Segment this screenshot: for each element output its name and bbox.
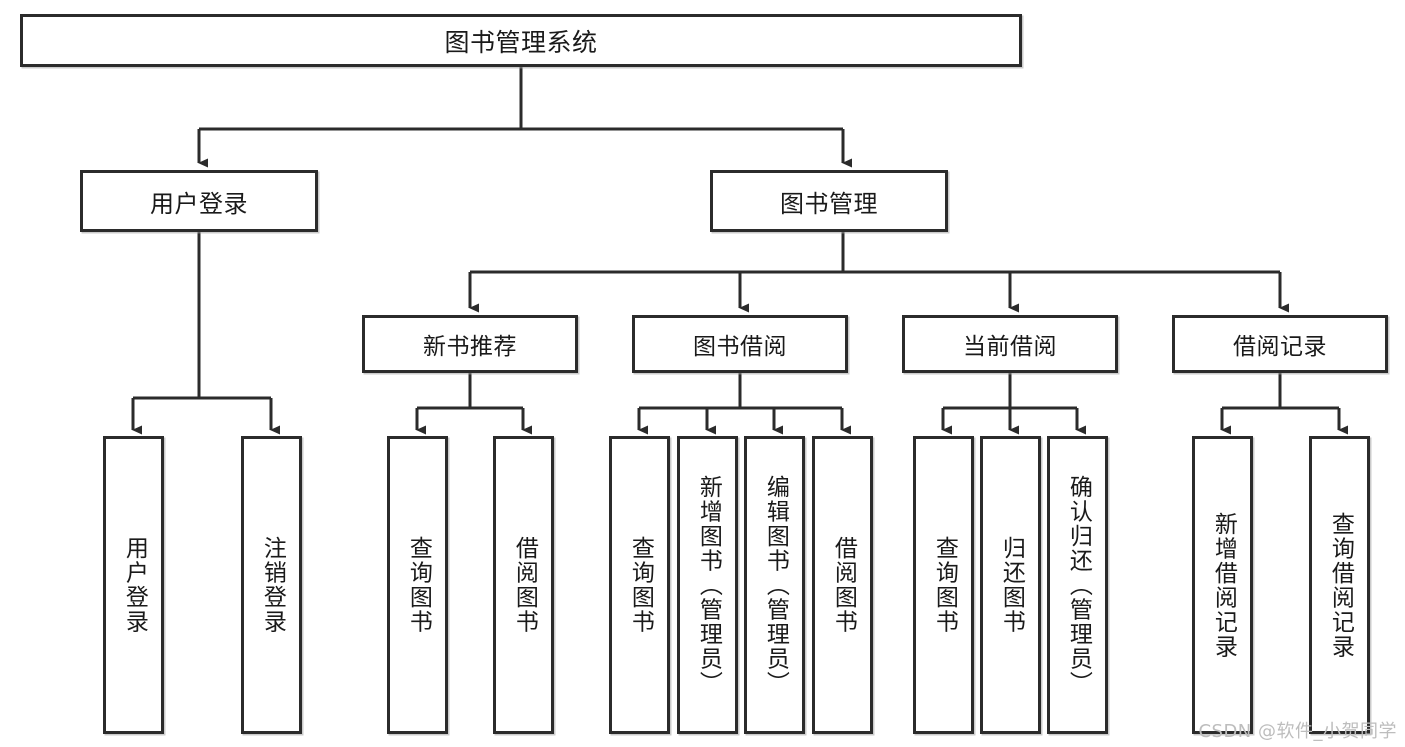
node-user-login[interactable]: 用户登录: [80, 170, 318, 232]
node-new-book-recommend[interactable]: 新书推荐: [362, 315, 578, 373]
node-label: 新书推荐: [423, 334, 517, 360]
leaf-borrow-borrow-book[interactable]: 借阅图书: [812, 436, 873, 734]
leaf-borrow-add-book-admin[interactable]: 新增图书（管理员）: [677, 436, 738, 734]
leaf-recommend-query-book[interactable]: 查询图书: [387, 436, 448, 734]
node-label: 查询图书: [405, 536, 432, 634]
leaf-current-confirm-return-admin[interactable]: 确认归还（管理员）: [1047, 436, 1108, 734]
leaf-record-add-borrow-record[interactable]: 新增借阅记录: [1192, 436, 1253, 734]
leaf-record-query-borrow-record[interactable]: 查询借阅记录: [1309, 436, 1370, 734]
node-label: 用户登录: [121, 536, 148, 634]
node-label: 编辑图书（管理员）: [762, 474, 789, 696]
node-label: 图书管理系统: [444, 27, 598, 57]
node-book-management[interactable]: 图书管理: [710, 170, 948, 232]
node-current-borrow[interactable]: 当前借阅: [902, 315, 1118, 373]
node-borrow-record[interactable]: 借阅记录: [1172, 315, 1388, 373]
node-label: 新增借阅记录: [1210, 511, 1237, 659]
node-book-borrow[interactable]: 图书借阅: [632, 315, 848, 373]
node-label: 注销登录: [259, 536, 286, 634]
node-root-system[interactable]: 图书管理系统: [20, 14, 1022, 67]
leaf-logout[interactable]: 注销登录: [241, 436, 302, 734]
leaf-current-return-book[interactable]: 归还图书: [980, 436, 1041, 734]
node-label: 查询图书: [931, 536, 958, 634]
leaf-user-login[interactable]: 用户登录: [103, 436, 164, 734]
node-label: 借阅图书: [830, 536, 857, 634]
node-label: 查询图书: [627, 536, 654, 634]
leaf-borrow-query-book[interactable]: 查询图书: [609, 436, 670, 734]
node-label: 归还图书: [998, 536, 1025, 634]
node-label: 图书管理: [780, 189, 878, 218]
node-label: 确认归还（管理员）: [1065, 474, 1092, 696]
csdn-watermark: CSDN @软件_小贺同学: [1198, 721, 1397, 742]
node-label: 查询借阅记录: [1327, 511, 1354, 659]
node-label: 借阅记录: [1233, 334, 1327, 360]
leaf-recommend-borrow-book[interactable]: 借阅图书: [493, 436, 554, 734]
leaf-borrow-edit-book-admin[interactable]: 编辑图书（管理员）: [744, 436, 805, 734]
node-label: 新增图书（管理员）: [695, 474, 722, 696]
node-label: 图书借阅: [693, 334, 787, 360]
node-label: 借阅图书: [511, 536, 538, 634]
leaf-current-query-book[interactable]: 查询图书: [913, 436, 974, 734]
node-label: 用户登录: [150, 189, 248, 218]
node-label: 当前借阅: [963, 334, 1057, 360]
